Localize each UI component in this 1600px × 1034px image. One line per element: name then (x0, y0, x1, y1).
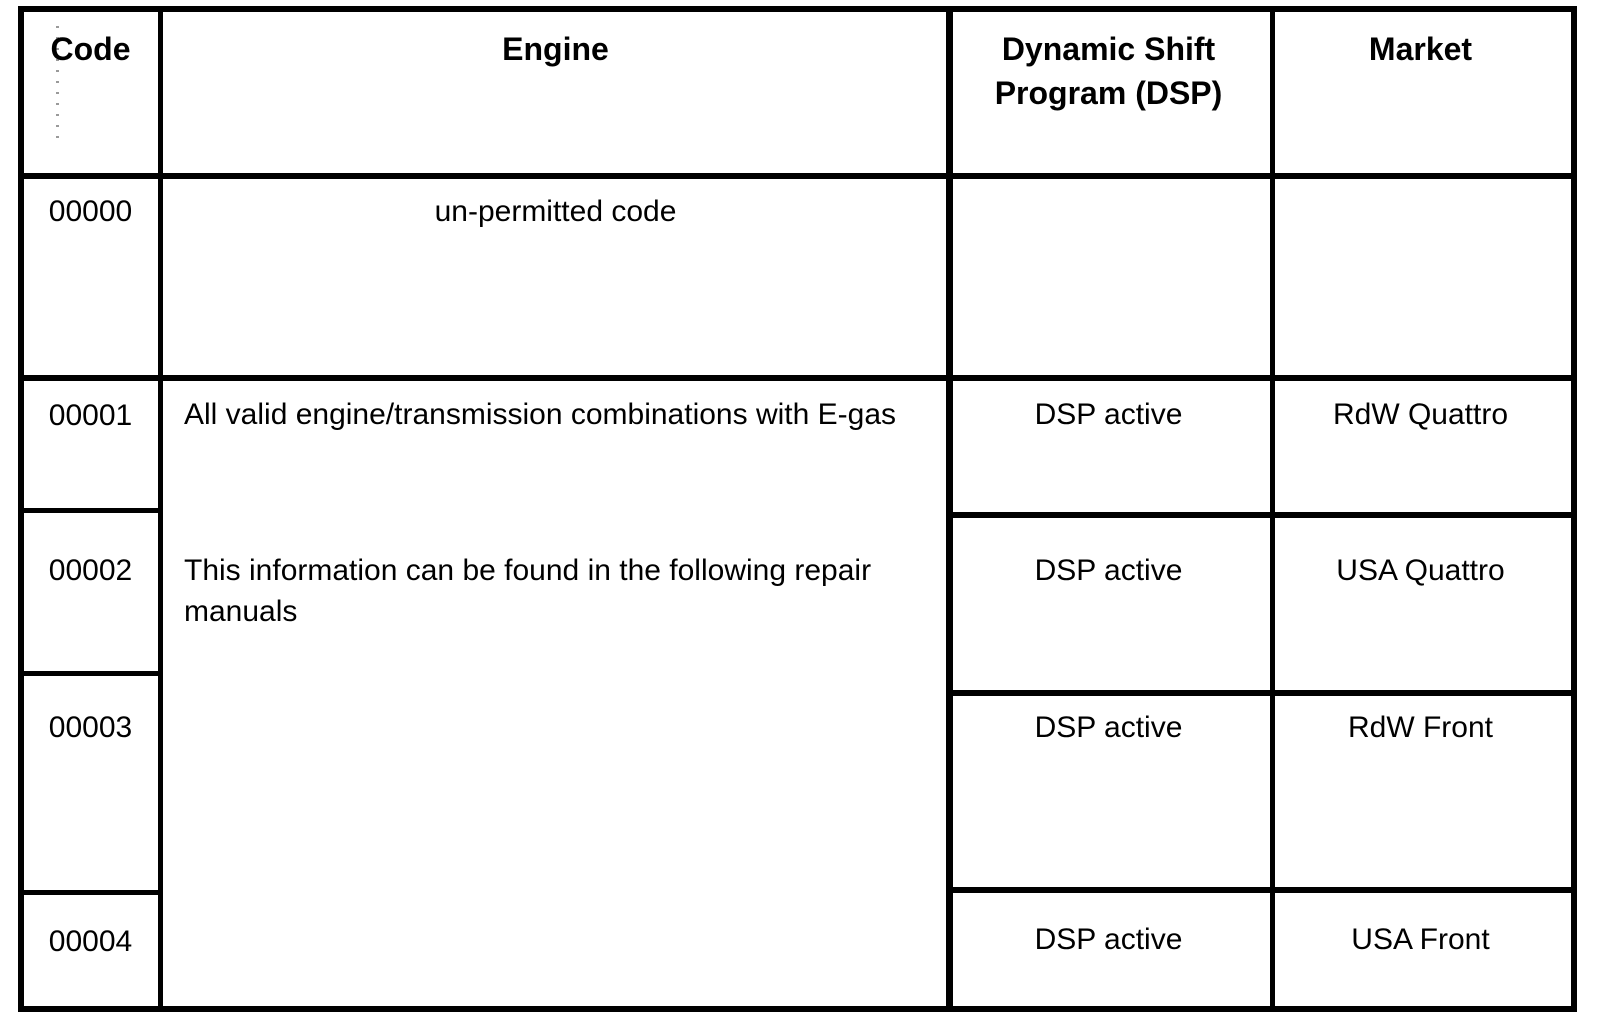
cell-market-00003: RdW Front (1347, 711, 1494, 744)
cell-dsp-00004: DSP active (1034, 923, 1183, 956)
row-divider-code-2 (18, 671, 163, 676)
cell-engine-valid-combinations: All valid engine/transmission combinatio… (184, 398, 897, 431)
header-dsp: Dynamic Shift Program (DSP) (994, 31, 1223, 111)
row-divider-code-1 (18, 508, 163, 513)
cell-market-00001: RdW Quattro (1332, 398, 1509, 431)
cell-code-00002: 00002 (48, 554, 133, 587)
cell-code-00001: 00001 (48, 399, 133, 432)
row-divider-code-0 (18, 375, 163, 381)
cell-engine-repair-manuals: This information can be found in the fol… (184, 554, 880, 628)
row-divider-engine-header (158, 173, 953, 179)
row-divider-dsp-0 (946, 375, 1571, 381)
cell-engine-unpermitted: un-permitted code (434, 195, 677, 228)
header-code: Code (50, 31, 131, 67)
cell-market-00004: USA Front (1351, 923, 1490, 956)
cell-code-00003: 00003 (48, 711, 133, 744)
column-divider-dsp-market (1270, 6, 1275, 1012)
cell-code-00000: 00000 (48, 195, 133, 228)
engine-code-table: Code Engine Dynamic Shift Program (DSP) … (18, 6, 1577, 1012)
row-divider-code-header (18, 173, 163, 179)
column-divider-engine-dsp (946, 6, 953, 1012)
cell-code-00004: 00004 (48, 925, 133, 958)
cell-dsp-00003: DSP active (1034, 711, 1183, 744)
header-market: Market (1368, 31, 1473, 67)
cell-dsp-00001: DSP active (1034, 398, 1183, 431)
header-engine: Engine (502, 31, 609, 67)
cell-market-00002: USA Quattro (1336, 554, 1505, 587)
row-divider-dsp-2 (946, 690, 1571, 696)
row-divider-engine-0 (158, 375, 953, 381)
row-divider-dsp-3 (946, 887, 1571, 893)
row-divider-dsp-1 (946, 512, 1571, 518)
row-divider-dsp-header (946, 173, 1571, 179)
row-divider-code-3 (18, 890, 163, 895)
scan-artifact (56, 26, 59, 146)
cell-dsp-00002: DSP active (1034, 554, 1183, 587)
